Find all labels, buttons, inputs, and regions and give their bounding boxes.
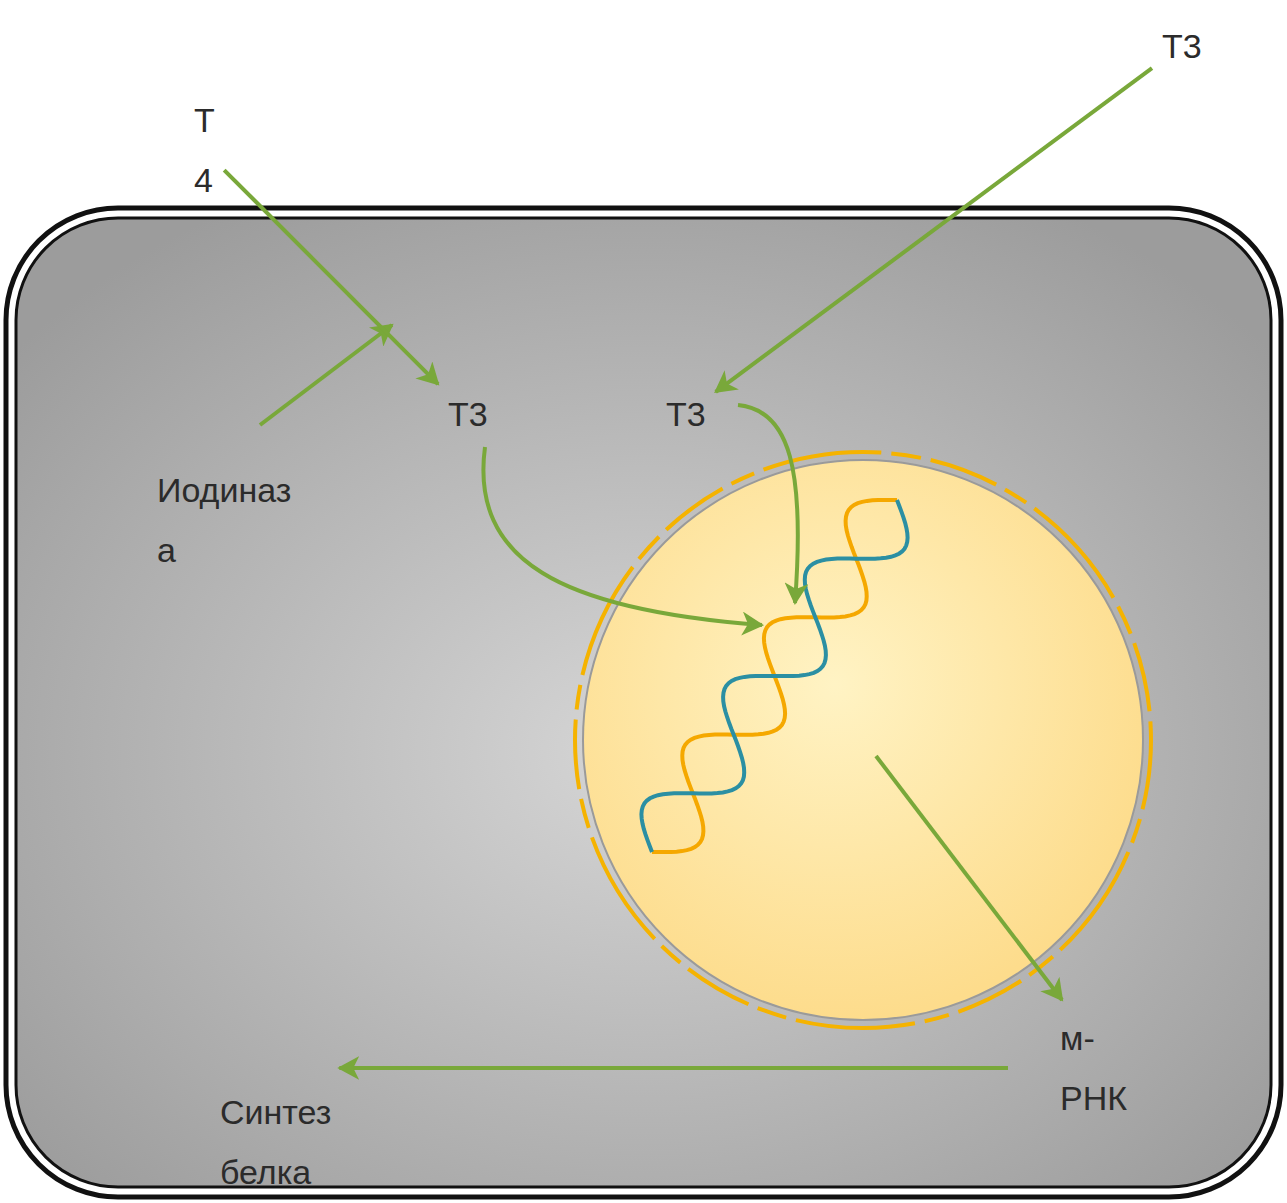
hormone-label: T3	[446, 382, 490, 446]
hormone-label: T3	[1160, 14, 1204, 78]
enzyme-label: Иодиназ а	[155, 458, 293, 582]
node-text: T3	[1162, 16, 1202, 76]
arrow-connector	[716, 68, 1152, 392]
arrow-connector	[339, 1066, 1008, 1070]
mrna-label: м- РНК	[1058, 1006, 1129, 1130]
node-text: T3	[448, 384, 488, 444]
cell-membrane-inner	[16, 218, 1271, 1187]
node-text: м- РНК	[1060, 1008, 1127, 1128]
t3-to-dna-arrow	[483, 447, 762, 625]
hormone-label: T3	[664, 382, 708, 446]
t3-to-dna-arrow	[738, 405, 798, 603]
process-label: Синтез белка	[218, 1080, 333, 1203]
nucleus	[583, 460, 1143, 1020]
dna-strand	[641, 500, 907, 852]
node-text: T3	[666, 384, 706, 444]
hormone-label: T 4	[192, 88, 216, 212]
node-text: Синтез белка	[220, 1082, 331, 1202]
arrow-connector	[224, 170, 438, 384]
cell-membrane-outer	[6, 208, 1281, 1197]
nuclear-envelope	[575, 452, 1151, 1028]
transcription-arrow	[876, 756, 1062, 1000]
dna-helix	[641, 500, 907, 852]
node-text: Иодиназ а	[157, 460, 291, 580]
node-text: T 4	[194, 90, 214, 210]
iodinase-arrow	[260, 325, 392, 425]
